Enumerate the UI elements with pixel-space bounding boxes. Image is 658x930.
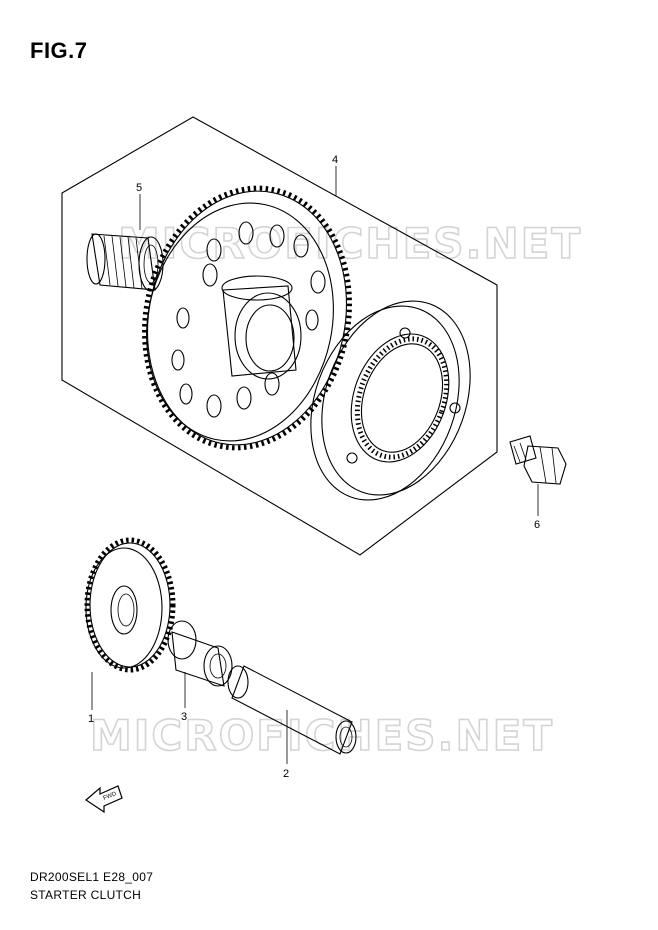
diagram-code: DR200SEL1 E28_007 (30, 870, 154, 884)
diagram-caption: STARTER CLUTCH (30, 888, 142, 902)
fwd-label: FWD (103, 791, 119, 802)
callout-1: 1 (88, 713, 94, 725)
figure-title: FIG.7 (30, 38, 88, 63)
starter-idle-gear (84, 537, 176, 673)
bushing (167, 620, 233, 687)
shaft (227, 665, 357, 755)
needle-bearing (86, 233, 164, 292)
fwd-direction-arrow: FWD (85, 785, 123, 814)
bolt (509, 435, 567, 485)
callout-2: 2 (283, 768, 289, 780)
watermark-top: MICROFICHES.NET (118, 219, 582, 268)
callout-4: 4 (332, 154, 338, 166)
assembly-outline-box (61, 116, 498, 556)
starter-clutch-body (310, 300, 471, 501)
callout-6: 6 (534, 519, 540, 531)
callout-5: 5 (136, 182, 142, 194)
watermark-bottom: MICROFICHES.NET (90, 711, 554, 760)
starter-driven-gear (142, 185, 352, 451)
callout-3: 3 (181, 711, 187, 723)
